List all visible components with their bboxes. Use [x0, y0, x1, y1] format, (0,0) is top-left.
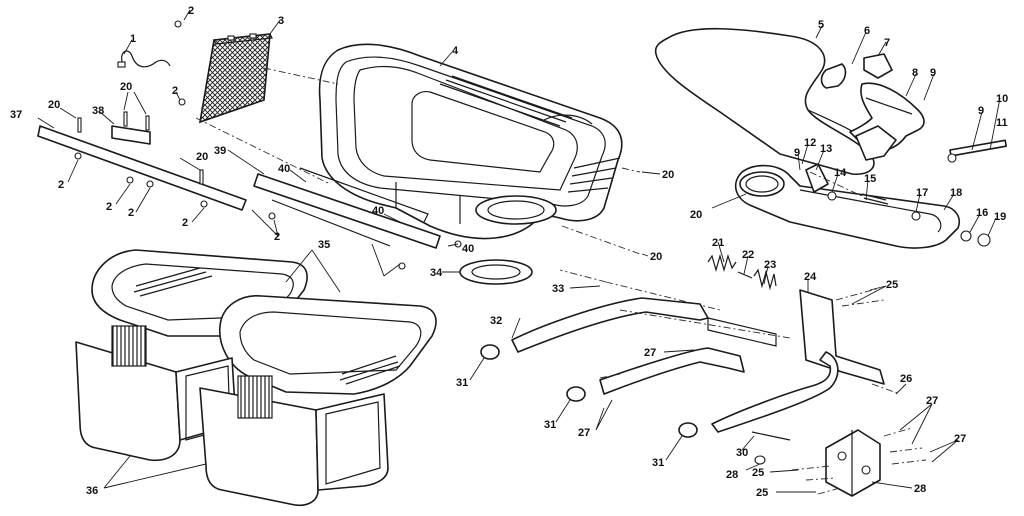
callout: 20 [650, 251, 662, 263]
callout: 4 [452, 45, 459, 57]
callout: 31 [652, 457, 664, 469]
callout: 2 [128, 207, 134, 219]
callout: 40 [462, 243, 474, 255]
spring-part [707, 253, 777, 291]
callout: 28 [726, 469, 738, 481]
callout: 36 [86, 485, 98, 497]
callout: 15 [864, 173, 876, 185]
callout: 14 [834, 167, 847, 179]
callout: 5 [818, 19, 824, 31]
callout: 40 [278, 163, 290, 175]
frame-bar-part [480, 269, 885, 438]
chute-latch-part [820, 53, 893, 89]
callout: 35 [318, 239, 330, 251]
callout: 1 [130, 33, 136, 45]
assembly-lines [195, 67, 927, 495]
callout: 10 [996, 93, 1008, 105]
callout: 11 [996, 117, 1008, 129]
callout: 25 [886, 279, 898, 291]
deflector-part [849, 82, 925, 161]
side-rail-part [37, 125, 441, 249]
callout: 22 [742, 249, 754, 261]
callout: 20 [196, 151, 208, 163]
callout: 13 [820, 143, 832, 155]
bolts-part [74, 20, 462, 270]
callout: 18 [950, 187, 962, 199]
callout: 20 [662, 169, 674, 181]
callout: 25 [752, 467, 764, 479]
callout: 9 [794, 147, 800, 159]
callout-labels: 2 3 1 2 4 5 6 7 8 9 9 10 11 12 13 9 14 1… [10, 5, 1008, 499]
callout: 28 [914, 483, 926, 495]
callout: 16 [976, 207, 988, 219]
callout: 26 [900, 373, 912, 385]
callout: 40 [372, 205, 384, 217]
axle-bracket-part [751, 429, 881, 497]
callout: 31 [544, 419, 556, 431]
callout: 30 [736, 447, 748, 459]
callout: 17 [916, 187, 928, 199]
callout: 27 [926, 395, 938, 407]
adapter-bracket-part [734, 163, 991, 249]
callout: 19 [994, 211, 1006, 223]
callout: 33 [552, 283, 564, 295]
callout: 27 [954, 433, 966, 445]
callout: 37 [10, 109, 22, 121]
callout: 20 [690, 209, 702, 221]
callout: 27 [578, 427, 590, 439]
callout: 39 [214, 145, 226, 157]
callout: 2 [188, 5, 194, 17]
mesh-screen-part [198, 33, 273, 124]
catcher-hood-part [318, 43, 623, 240]
callout: 24 [804, 271, 817, 283]
callout: 31 [456, 377, 468, 389]
callout: 25 [756, 487, 768, 499]
callout: 7 [884, 37, 890, 49]
discharge-chute-part [654, 27, 875, 176]
callout: 3 [278, 15, 284, 27]
callout: 2 [106, 201, 112, 213]
callout: 32 [490, 315, 502, 327]
callout: 8 [912, 67, 918, 79]
callout: 21 [712, 237, 724, 249]
callout: 2 [58, 179, 64, 191]
leader-lines [37, 9, 1001, 493]
callout: 2 [182, 217, 188, 229]
wire-harness-part [117, 50, 171, 68]
disc-plate-part [459, 259, 533, 285]
catcher-bag-part [75, 325, 389, 506]
callout: 9 [978, 105, 984, 117]
callout: 23 [764, 259, 776, 271]
callout: 34 [430, 267, 443, 279]
callout: 27 [644, 347, 656, 359]
callout: 6 [864, 25, 870, 37]
callout: 2 [172, 85, 178, 97]
callout: 20 [48, 99, 60, 111]
callout: 12 [804, 137, 816, 149]
callout: 38 [92, 105, 104, 117]
bag-frame-part [91, 249, 437, 395]
callout: 9 [930, 67, 936, 79]
callout: 2 [274, 231, 280, 243]
callout: 20 [120, 81, 132, 93]
hinge-rod-part [947, 139, 1007, 163]
